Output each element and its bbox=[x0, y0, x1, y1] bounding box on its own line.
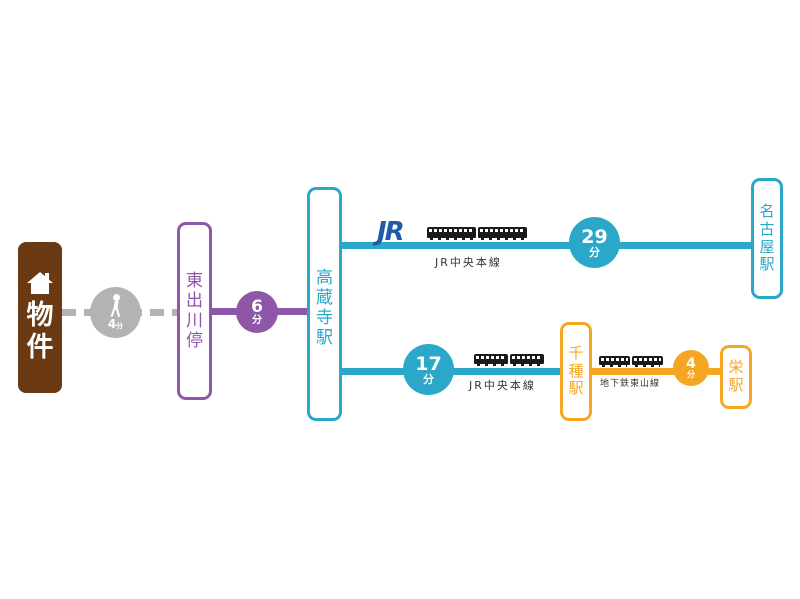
station-char: 駅 bbox=[316, 328, 333, 349]
jr-nagoya-time-value: 29 bbox=[581, 225, 608, 248]
station-char: 停 bbox=[186, 331, 203, 352]
subway-time-badge: 4 分 bbox=[673, 350, 709, 386]
subway-line bbox=[591, 368, 721, 375]
station-char: 古 bbox=[759, 219, 775, 238]
station-char: 千 bbox=[568, 343, 584, 362]
walk-time-badge: 4 分 bbox=[90, 287, 141, 338]
station-nagoya: 名 古 屋 駅 bbox=[751, 178, 783, 299]
station-char: 種 bbox=[568, 361, 584, 380]
station-char: 川 bbox=[186, 311, 203, 331]
bus-time-value: 6 bbox=[251, 296, 263, 317]
station-kozoji: 高 蔵 寺 駅 bbox=[307, 187, 342, 421]
jr-logo: JR bbox=[377, 217, 405, 247]
station-char: 出 bbox=[186, 290, 203, 311]
station-char: 駅 bbox=[759, 255, 775, 274]
subway-train-icon bbox=[599, 356, 663, 367]
walk-time-unit: 分 bbox=[116, 321, 124, 330]
walk-time-value: 4 bbox=[107, 316, 117, 331]
jr-chikusa-time-value: 17 bbox=[415, 352, 442, 375]
station-chikusa: 千 種 駅 bbox=[560, 322, 592, 421]
jr-chikusa-time-badge: 17 分 bbox=[403, 344, 454, 395]
station-char: 寺 bbox=[316, 308, 333, 328]
house-icon bbox=[27, 271, 53, 294]
jr-chikusa-time-unit: 分 bbox=[423, 372, 434, 386]
station-char: 東 bbox=[186, 270, 203, 291]
property-box: 物 件 bbox=[18, 242, 62, 393]
property-label-char: 物 bbox=[26, 299, 54, 331]
bus-time-badge: 6 分 bbox=[236, 291, 278, 333]
station-char: 駅 bbox=[728, 376, 744, 394]
bus-time-unit: 分 bbox=[252, 314, 262, 326]
jr-nagoya-time-unit: 分 bbox=[589, 245, 600, 259]
station-char: 栄 bbox=[728, 358, 744, 377]
station-char: 名 bbox=[759, 202, 775, 221]
walking-person-icon bbox=[109, 293, 123, 318]
subway-time-unit: 分 bbox=[687, 370, 695, 379]
station-char: 駅 bbox=[568, 379, 584, 398]
property-label-char: 件 bbox=[26, 331, 54, 363]
station-sakae: 栄 駅 bbox=[720, 345, 752, 409]
station-higashidegawa: 東 出 川 停 bbox=[177, 222, 212, 400]
jr-nagoya-time-badge: 29 分 bbox=[569, 217, 620, 268]
station-char: 蔵 bbox=[316, 287, 333, 308]
station-char: 屋 bbox=[759, 237, 775, 256]
subway-line-name: 地下鉄東山線 bbox=[600, 379, 661, 389]
train-icon bbox=[427, 227, 527, 240]
jr-line-to-nagoya bbox=[340, 242, 753, 249]
jr-line-name: JR中央本線 bbox=[469, 379, 536, 392]
jr-line-name: JR中央本線 bbox=[435, 256, 502, 269]
station-char: 高 bbox=[316, 267, 333, 288]
subway-time-value: 4 bbox=[686, 356, 696, 372]
train-icon bbox=[474, 354, 544, 366]
